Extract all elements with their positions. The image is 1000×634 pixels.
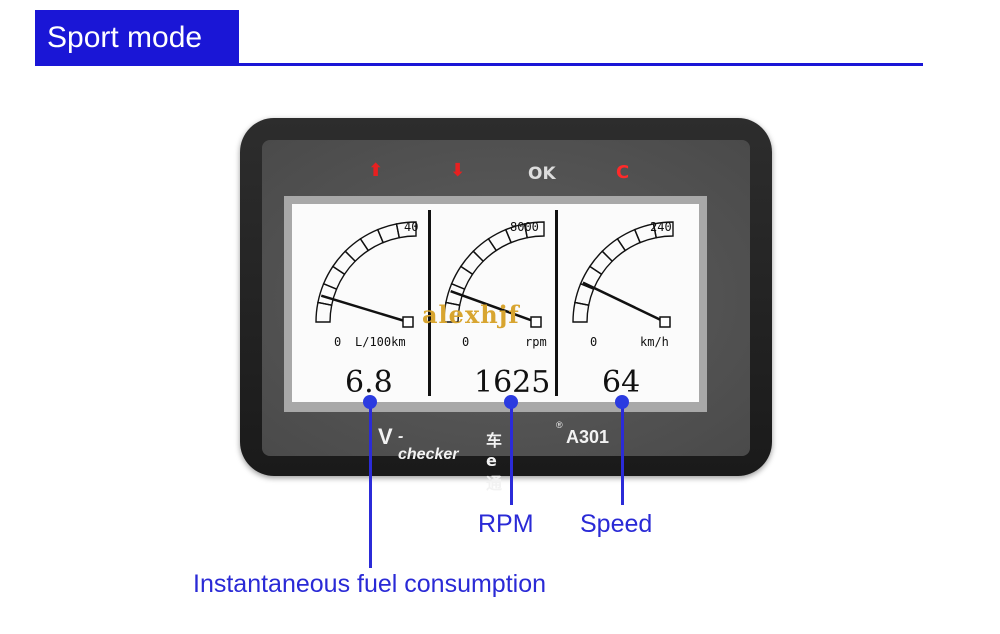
gauge-scale-segment xyxy=(652,221,674,239)
speed-callout-dot xyxy=(615,395,629,409)
registered-mark: ® xyxy=(556,420,563,430)
gauge-scale xyxy=(443,221,545,323)
clear-button[interactable]: C xyxy=(616,162,630,183)
fuel-readout: 6.8 xyxy=(345,365,393,400)
rpm-label: RPM xyxy=(478,510,534,538)
brand-name: -checker xyxy=(398,428,459,463)
gauge-scale-segment xyxy=(322,265,346,291)
model-number: A301 xyxy=(566,427,610,447)
gauge-min-label: 0 xyxy=(462,335,470,349)
lcd-screen xyxy=(292,204,699,402)
header-underline xyxy=(35,63,923,66)
gauge-scale-segment xyxy=(523,221,545,239)
rpm-readout: 1625 xyxy=(474,365,551,400)
gauge-unit-label: L/100km xyxy=(355,335,406,349)
gauge-needle xyxy=(320,294,409,324)
gauge-max-label: 8000 xyxy=(510,220,539,234)
lcd-divider xyxy=(555,210,558,396)
gauge-scale xyxy=(572,221,674,323)
fuel-gauge xyxy=(315,221,417,328)
gauge-scale-segment xyxy=(331,250,357,276)
gauge-pivot xyxy=(530,316,542,328)
up-arrow-icon[interactable]: ⬆ xyxy=(368,160,384,181)
gauge-scale xyxy=(315,221,417,323)
gauge-min-label: 0 xyxy=(334,335,342,349)
speed-label: Speed xyxy=(580,510,653,538)
fuel-callout-line xyxy=(369,403,372,568)
gauge-pivot xyxy=(402,316,414,328)
section-title: Sport mode xyxy=(35,10,239,66)
gauge-min-label: 0 xyxy=(590,335,598,349)
gauge-unit-label: km/h xyxy=(640,335,669,349)
rpm-gauge xyxy=(443,221,545,328)
gauge-scale-segment xyxy=(588,250,614,276)
gauge-unit-label: rpm xyxy=(525,335,547,349)
rpm-callout-dot xyxy=(504,395,518,409)
gauge-scale-segment xyxy=(376,223,401,244)
brand-check-mark: V xyxy=(378,424,393,449)
down-arrow-icon[interactable]: ⬇ xyxy=(450,160,466,181)
ok-button[interactable]: OK xyxy=(528,164,556,184)
watermark: alexhjf xyxy=(422,300,520,329)
gauge-needle xyxy=(582,281,666,324)
lcd-divider xyxy=(428,210,431,396)
gauge-scale-segment xyxy=(472,237,498,263)
gauge-scale-segment xyxy=(344,237,370,263)
gauge-scale-segment xyxy=(450,265,474,291)
fuel-label: Instantaneous fuel consumption xyxy=(193,570,547,598)
rpm-callout-line xyxy=(510,403,513,505)
gauge-max-label: 240 xyxy=(650,220,672,234)
gauge-scale-segment xyxy=(601,237,627,263)
speed-readout: 64 xyxy=(602,365,641,400)
gauge-max-label: 40 xyxy=(404,220,419,234)
gauge-scale-segment xyxy=(317,282,338,307)
fuel-callout-dot xyxy=(363,395,377,409)
gauge-scale-segment xyxy=(459,250,485,276)
gauge-needle xyxy=(450,289,537,324)
speed-callout-line xyxy=(621,403,624,505)
gauge-pivot xyxy=(659,316,671,328)
speed-gauge xyxy=(572,221,674,328)
brand-chinese-name: 车e通 xyxy=(486,431,503,493)
gauge-scale-segment xyxy=(395,221,417,239)
